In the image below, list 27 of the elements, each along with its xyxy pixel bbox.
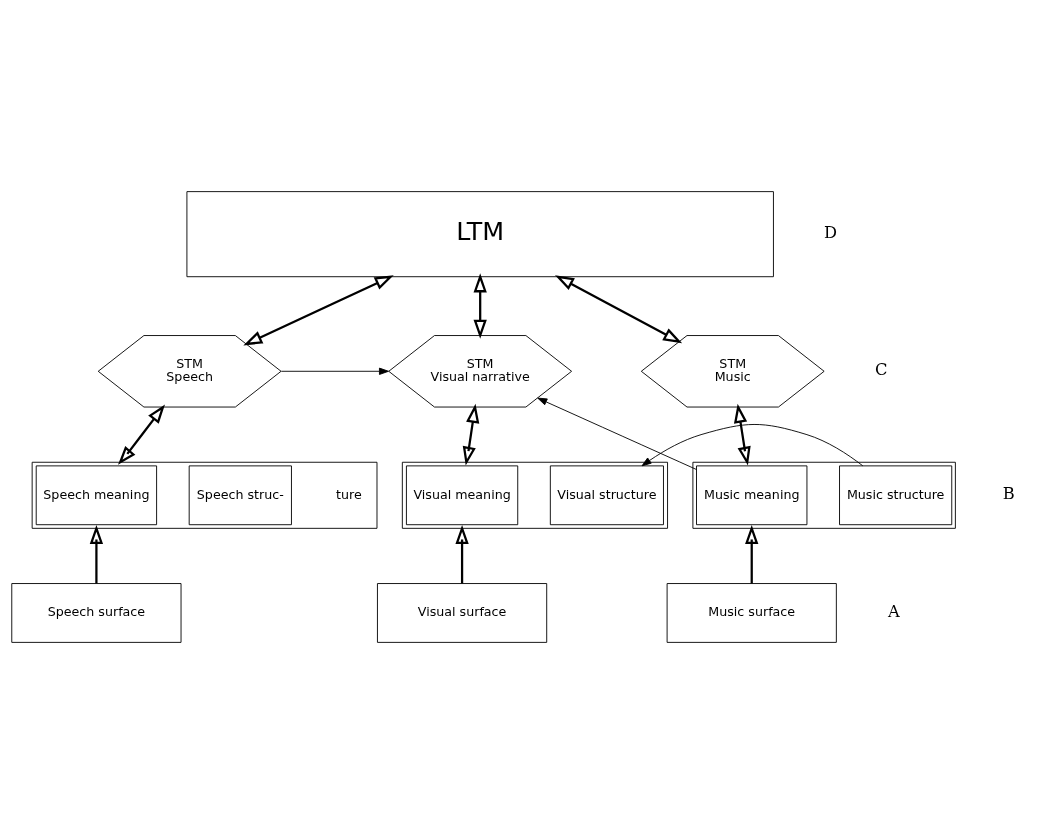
node-box: Speech struc- <box>188 465 292 526</box>
node-box: Music meaning <box>696 465 808 526</box>
label: A <box>887 601 900 621</box>
node-box: Speech surface <box>11 583 182 643</box>
label: D <box>823 223 837 243</box>
node-box: LTM <box>186 191 774 278</box>
arrow <box>455 524 469 584</box>
arrow <box>733 403 751 466</box>
label: C <box>874 360 888 380</box>
label: ture <box>336 486 362 502</box>
arrow <box>641 424 864 467</box>
arrow <box>89 524 104 584</box>
arrow <box>555 275 683 344</box>
node-box: Music structure <box>839 465 953 526</box>
arrow <box>118 404 165 465</box>
arrow <box>537 397 697 470</box>
node-box: Music surface <box>666 583 837 643</box>
node-box: Speech meaning <box>35 465 158 526</box>
arrow <box>462 403 480 466</box>
node-box: Visual structure <box>549 465 664 526</box>
arrow <box>280 367 389 375</box>
label: B <box>1002 484 1015 504</box>
arrow <box>473 273 487 339</box>
node-box: Visual surface <box>377 583 548 643</box>
node-box: Visual meaning <box>405 465 519 526</box>
arrow <box>243 275 394 346</box>
arrow <box>745 524 759 584</box>
